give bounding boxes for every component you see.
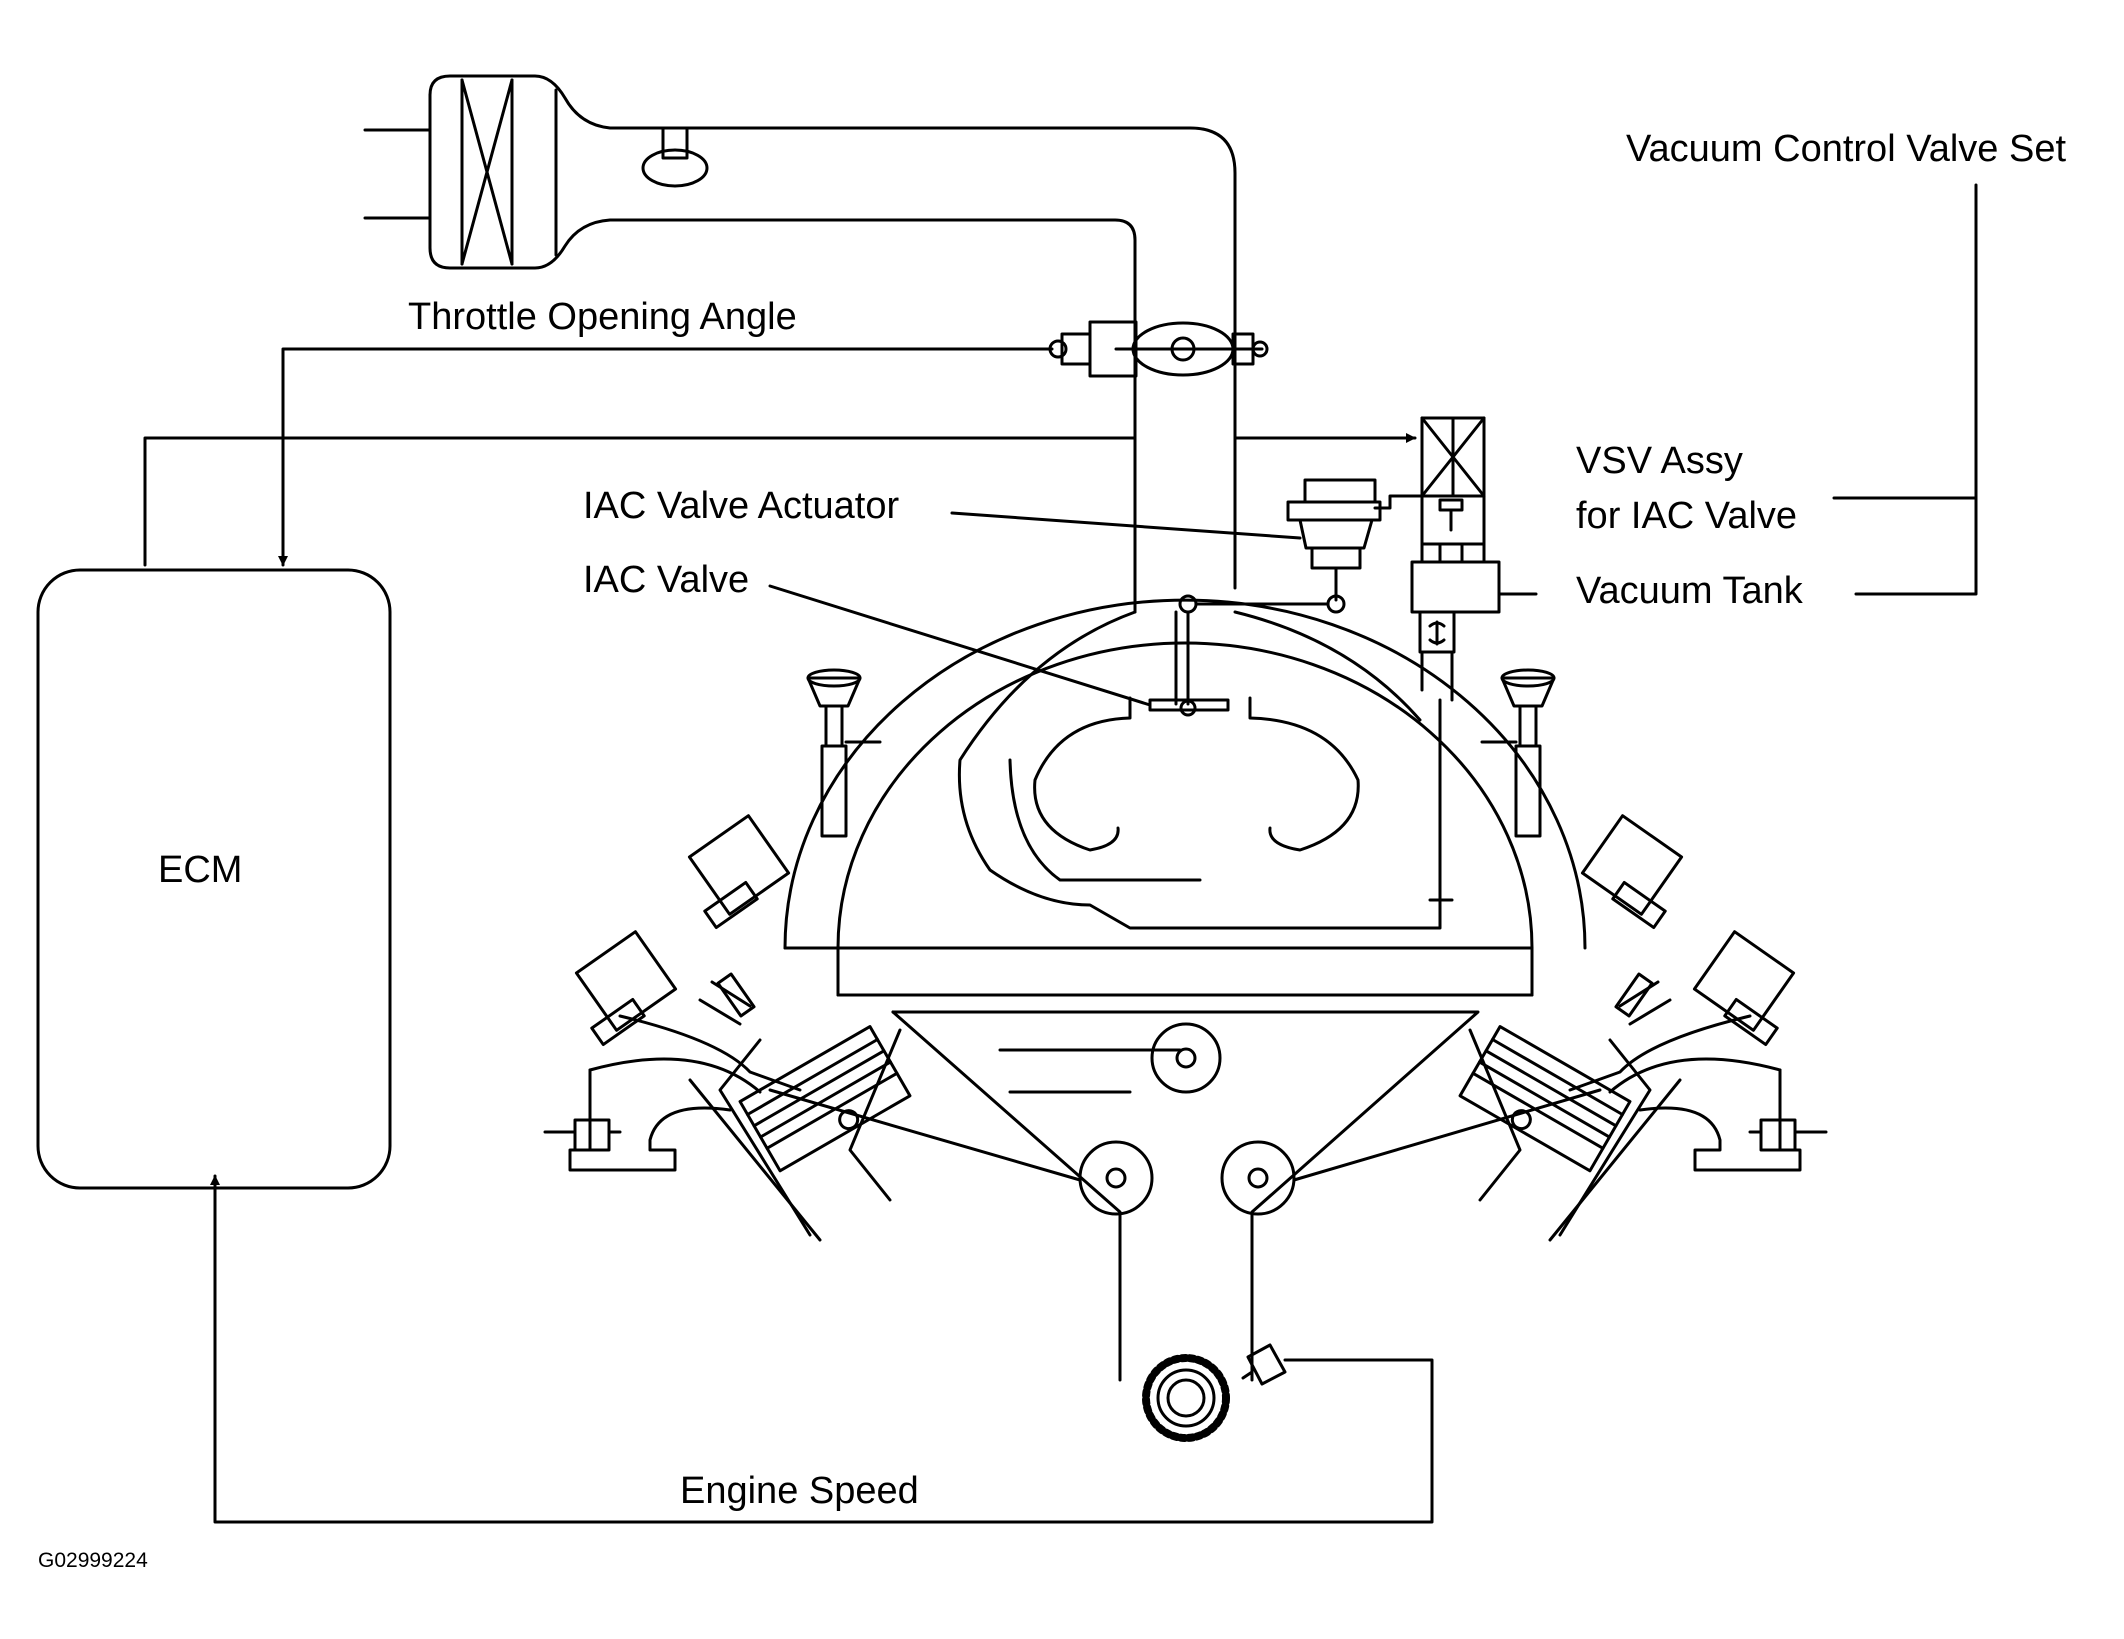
engine-speed-wire — [210, 1174, 1434, 1524]
injector-right — [1480, 668, 1556, 838]
vsv-assy-label-line1: VSV Assy — [1576, 440, 1743, 482]
right-cylinder-bank — [1458, 814, 1828, 1242]
actuator-leader — [950, 511, 1302, 540]
vsv-assy — [1420, 416, 1486, 564]
throttle-opening-angle-label: Throttle Opening Angle — [408, 296, 797, 338]
iac-valve — [1148, 698, 1230, 717]
intake-plenum — [783, 598, 1587, 950]
ecm-label: ECM — [158, 849, 243, 891]
vsv-assy-label-line2: for IAC Valve — [1576, 495, 1798, 537]
iac-valve-actuator — [1174, 478, 1424, 706]
vacuum-tank — [1410, 560, 1501, 702]
vacuum-tank-label: Vacuum Tank — [1576, 570, 1803, 612]
crank-gear — [1142, 1354, 1230, 1442]
left-cylinder-bank — [543, 814, 912, 1242]
engine-speed-label: Engine Speed — [680, 1470, 919, 1512]
throttle-signal-wire — [278, 347, 1054, 567]
iac-valve-actuator-label: IAC Valve Actuator — [583, 485, 900, 527]
ecm-box — [36, 568, 392, 1190]
figure-id-label: G02999224 — [38, 1549, 148, 1572]
vacuum-control-valve-set-label: Vacuum Control Valve Set — [1626, 128, 2067, 170]
iac-valve-label: IAC Valve — [583, 559, 750, 601]
valve-set-bracket — [1832, 183, 1978, 596]
iac-valve-leader — [768, 584, 1152, 707]
crank-sensor — [1241, 1343, 1287, 1386]
ecm-to-vsv-wire — [143, 436, 1137, 567]
engine-block — [768, 946, 1602, 1382]
injector-left — [806, 668, 882, 838]
air-intake-duct — [363, 74, 1237, 614]
